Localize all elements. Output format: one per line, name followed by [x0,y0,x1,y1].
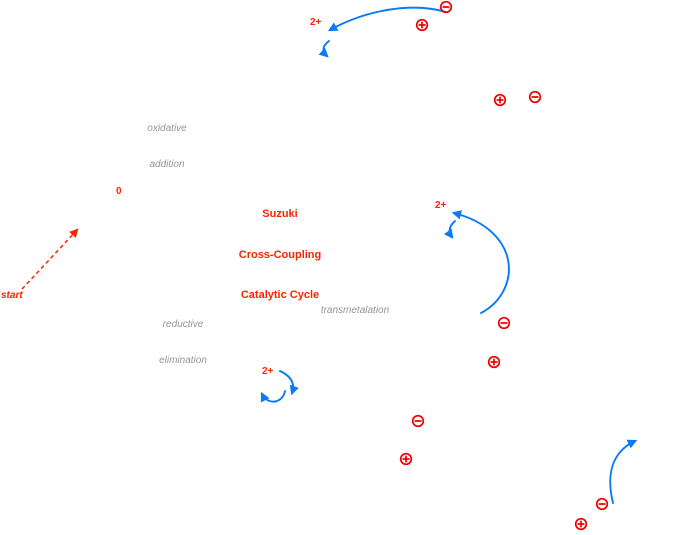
charge-plus-icon [574,517,588,531]
top-ligand-rotation-arrow [318,40,330,58]
charge-label-2plus-right: 2+ [435,200,447,211]
charge-plus-icon [487,355,501,369]
label-oxidative-addition-line1: oxidative [147,123,187,134]
plus-circle-icon [574,517,588,531]
start-entry-arrow [21,228,79,290]
diagram-title-line2: Cross-Coupling [238,248,322,261]
charge-plus-icon [399,452,413,466]
charge-minus-icon [411,414,425,428]
charge-label-2plus-bottom: 2+ [262,366,274,377]
minus-circle-icon [595,497,609,511]
charge-label-2plus-top: 2+ [310,17,322,28]
right-electron-flow-arrow [451,210,510,314]
bottom-right-electron-flow-arrow [609,439,638,504]
diagram-title-line1: Suzuki [262,208,298,220]
charge-minus-icon [439,0,453,14]
diagram-title: Suzuki Cross-Coupling Catalytic Cycle [225,181,335,330]
charge-minus-icon [528,90,542,104]
bottom-electron-flow-arrow [279,370,299,396]
minus-circle-icon [439,0,453,14]
plus-circle-icon [399,452,413,466]
charge-minus-icon [595,497,609,511]
charge-plus-icon [415,18,429,32]
label-reductive-elimination-line1: reductive [162,319,204,330]
bottom-ligand-rotation-arrow [260,390,286,403]
right-ligand-rotation-arrow [443,220,456,239]
plus-circle-icon [487,355,501,369]
charge-plus-icon [493,93,507,107]
plus-circle-icon [493,93,507,107]
minus-circle-icon [528,90,542,104]
label-oxidative-addition: oxidative addition [128,99,206,195]
diagram-title-line3: Catalytic Cycle [240,289,320,301]
label-oxidative-addition-line2: addition [149,159,185,170]
start-label: start [1,290,23,301]
top-electron-flow-arrow [327,6,447,32]
label-transmetalation: transmetalation [320,305,390,316]
label-reductive-elimination: reductive elimination [139,295,227,391]
minus-circle-icon [497,316,511,330]
label-reductive-elimination-line2: elimination [159,355,207,366]
charge-minus-icon [497,316,511,330]
plus-circle-icon [415,18,429,32]
minus-circle-icon [411,414,425,428]
oxidation-state-zero-label: 0 [116,186,122,197]
